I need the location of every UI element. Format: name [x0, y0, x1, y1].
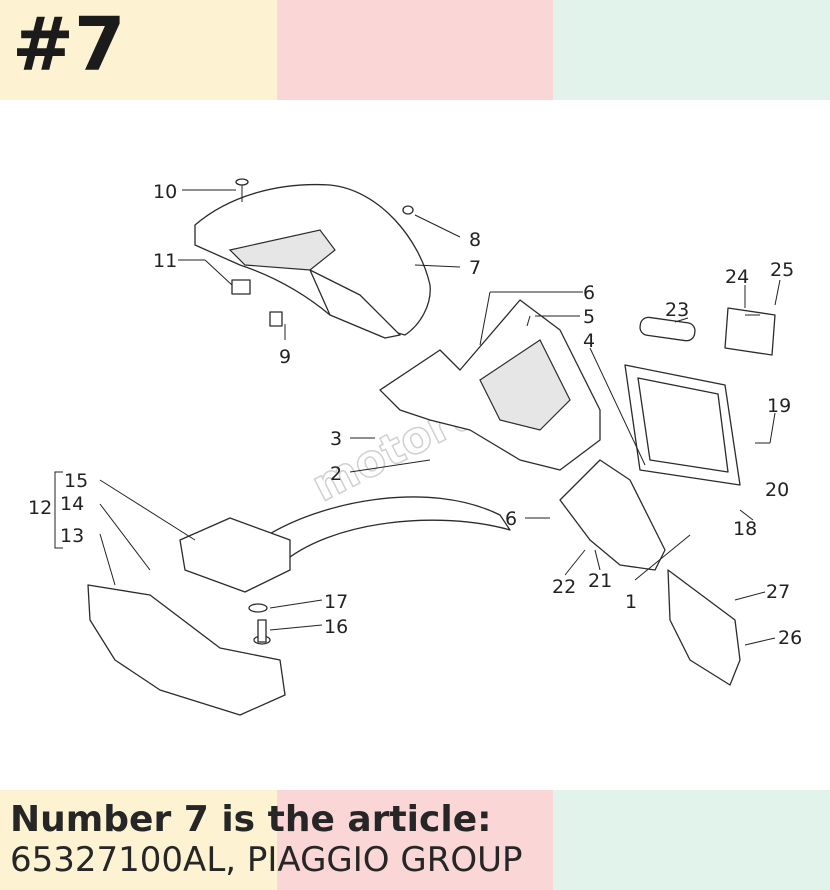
footer-stripe-mint: [553, 790, 830, 890]
callout-11: 11: [153, 250, 177, 272]
article-number-manufacturer: 65327100AL, PIAGGIO GROUP: [10, 840, 523, 880]
callout-2: 2: [330, 463, 342, 485]
callout-9: 9: [279, 346, 291, 368]
part-13-panel: [87, 584, 286, 716]
callout-13: 13: [60, 525, 84, 547]
part-1-plate-holder: [559, 459, 666, 571]
callout-23: 23: [665, 299, 689, 321]
footer-stripe-pink: [277, 790, 553, 890]
part-23-reflector: [639, 316, 696, 342]
part-17-washer: [248, 603, 268, 613]
part-16-bolt: [253, 619, 271, 645]
header-stripe-yellow: [0, 0, 277, 100]
article-caption-label: Number 7 is the article:: [10, 799, 492, 840]
part-15-bracket: [179, 517, 291, 593]
header-band: #7: [0, 0, 830, 100]
callout-16: 16: [324, 616, 348, 638]
part-9-clip: [269, 311, 283, 327]
exploded-parts-diagram: motoruf: [28, 178, 802, 716]
callout-8: 8: [469, 229, 481, 251]
footer-stripe-yellow: [0, 790, 277, 890]
callout-25: 25: [770, 259, 794, 281]
header-stripe-mint: [553, 0, 830, 100]
callout-7: 7: [469, 257, 481, 279]
callout-19: 19: [767, 395, 791, 417]
callout-6-bottom: 6: [505, 508, 517, 530]
callout-12: 12: [28, 497, 52, 519]
callout-1: 1: [625, 591, 637, 613]
leader-lines: [54, 189, 781, 646]
footer-band: [0, 790, 830, 890]
part-7-rear-cowl: [194, 183, 431, 339]
callout-24: 24: [725, 266, 749, 288]
callout-22: 22: [552, 576, 576, 598]
part-8-screw: [402, 205, 414, 215]
callout-21: 21: [588, 570, 612, 592]
part-2-frame: [379, 299, 601, 471]
callout-26: 26: [778, 627, 802, 649]
callout-4: 4: [583, 330, 595, 352]
callout-20: 20: [765, 479, 789, 501]
part-26-splash-guard: [667, 569, 741, 686]
callout-14: 14: [60, 493, 84, 515]
callout-10: 10: [153, 181, 177, 203]
mudguard-hugger: [259, 496, 511, 566]
callout-3: 3: [330, 428, 342, 450]
callout-labels: 10 11 9 8 7 6 5 4 3 2 6 15 12 14 13 17 1…: [28, 181, 802, 649]
part-number-title: #7: [12, 2, 126, 88]
header-stripe-pink: [277, 0, 553, 100]
callout-15: 15: [64, 470, 88, 492]
part-24-plate-light: [724, 307, 776, 356]
callout-6-top: 6: [583, 282, 595, 304]
callout-18: 18: [733, 518, 757, 540]
part-18-plate-frame: [624, 364, 741, 486]
part-10-screw: [235, 178, 249, 202]
callout-17: 17: [324, 591, 348, 613]
callout-5: 5: [583, 306, 595, 328]
callout-27: 27: [766, 581, 790, 603]
part-11-clip: [231, 279, 251, 295]
